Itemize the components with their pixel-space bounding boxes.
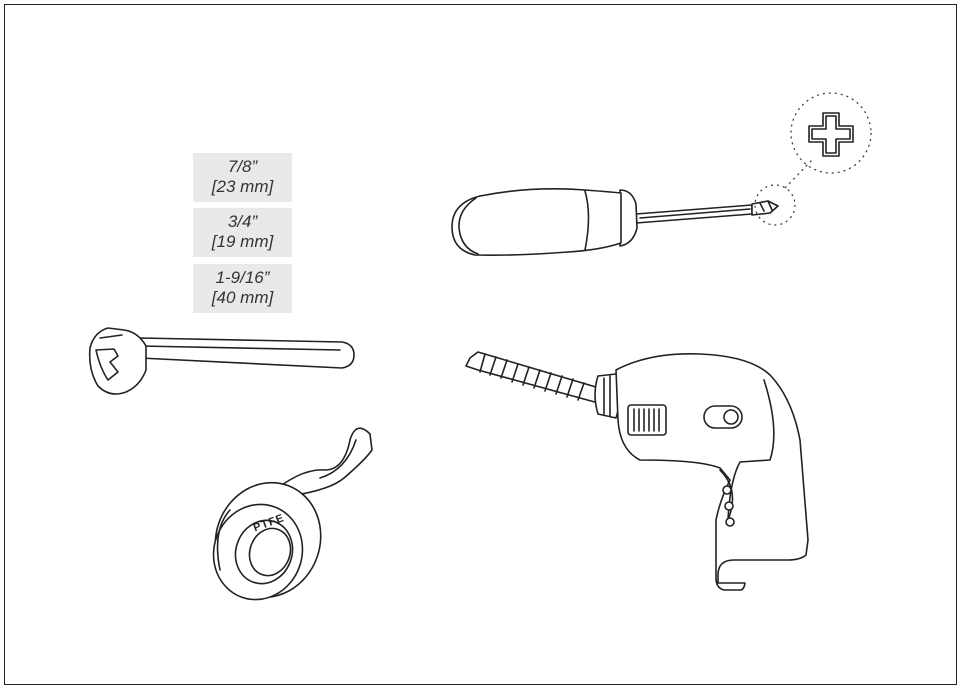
wrench-size-label-2: 3/4” [19 mm] [193,208,292,257]
screwdriver-icon [451,92,872,256]
size-fraction: 7/8” [227,157,258,176]
size-fraction: 3/4” [227,212,258,231]
size-metric: [23 mm] [211,177,274,196]
size-metric: [40 mm] [211,288,274,307]
wrench-size-label-3: 1-9/16” [40 mm] [193,264,292,313]
diagram-frame [4,4,957,685]
power-drill-icon [465,351,809,591]
size-metric: [19 mm] [211,232,274,251]
wrench-size-label-1: 7/8” [23 mm] [193,153,292,202]
ptfe-tape-icon: PTFE [212,427,373,601]
wrench-icon [88,327,355,395]
size-fraction: 1-9/16” [215,268,270,287]
